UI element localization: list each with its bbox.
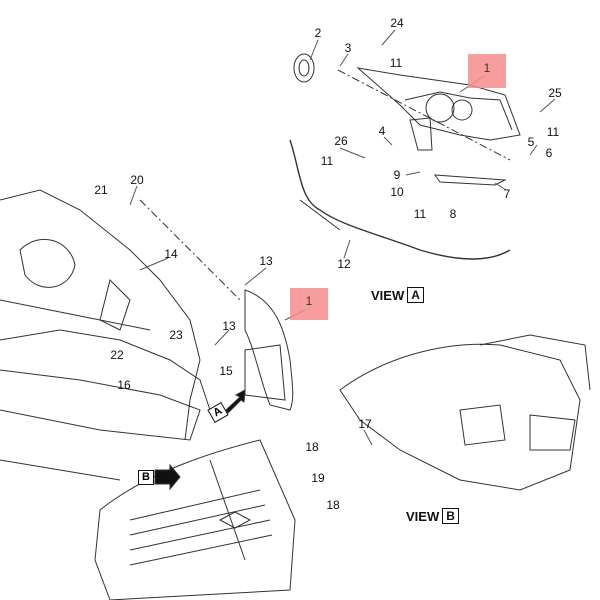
view-b-arrow-icon <box>154 463 181 491</box>
view-a-letter: A <box>407 287 424 303</box>
part-label: 21 <box>94 183 108 197</box>
part-label: 6 <box>545 146 553 160</box>
part-label: 17 <box>358 417 372 431</box>
callout-part-1-side: 1 <box>290 288 328 320</box>
part-label: 18 <box>305 440 319 454</box>
front-grille <box>94 439 296 600</box>
view-b-caption: VIEW B <box>406 508 459 524</box>
part-label: 16 <box>117 378 131 392</box>
part-label: 13 <box>222 319 236 333</box>
part-label: 11 <box>413 207 427 221</box>
callout-label: 1 <box>483 60 491 75</box>
part-label: 4 <box>378 124 386 138</box>
part-label: 26 <box>334 134 348 148</box>
part-label: 18 <box>326 498 340 512</box>
part-label: 13 <box>259 254 273 268</box>
part-label: 23 <box>169 328 183 342</box>
part-label: 11 <box>320 154 334 168</box>
part-label: 11 <box>389 56 403 70</box>
headlamp-assembly-view-a <box>289 53 521 260</box>
arrow-b-tag: B <box>138 470 154 485</box>
part-label: 24 <box>390 16 404 30</box>
headlamp-side-view <box>139 199 294 411</box>
part-label: 3 <box>344 41 352 55</box>
front-body-structure <box>0 189 211 481</box>
front-bumper-view-b <box>339 334 591 491</box>
part-label: 20 <box>130 173 144 187</box>
part-label: 12 <box>337 257 351 271</box>
part-label: 10 <box>390 185 404 199</box>
part-label: 2 <box>314 26 322 40</box>
view-a-arrow-icon <box>225 389 246 414</box>
view-b-letter: B <box>442 508 459 524</box>
view-b-text: VIEW <box>406 508 440 524</box>
part-label: 14 <box>164 247 178 261</box>
arrow-b-letter: B <box>138 470 154 485</box>
leader-lines <box>129 29 556 446</box>
part-label: 8 <box>449 207 457 221</box>
view-a-text: VIEW <box>371 287 405 303</box>
part-label: 5 <box>527 135 535 149</box>
callout-label: 1 <box>305 293 313 308</box>
part-label: 11 <box>546 125 560 139</box>
part-label: 19 <box>311 471 325 485</box>
part-label: 9 <box>393 168 401 182</box>
view-a-caption: VIEW A <box>371 287 424 303</box>
callout-part-1-view-a: 1 <box>468 54 506 88</box>
part-label: 15 <box>219 364 233 378</box>
part-label: 7 <box>503 187 511 201</box>
part-label: 22 <box>110 348 124 362</box>
part-label: 25 <box>548 86 562 100</box>
